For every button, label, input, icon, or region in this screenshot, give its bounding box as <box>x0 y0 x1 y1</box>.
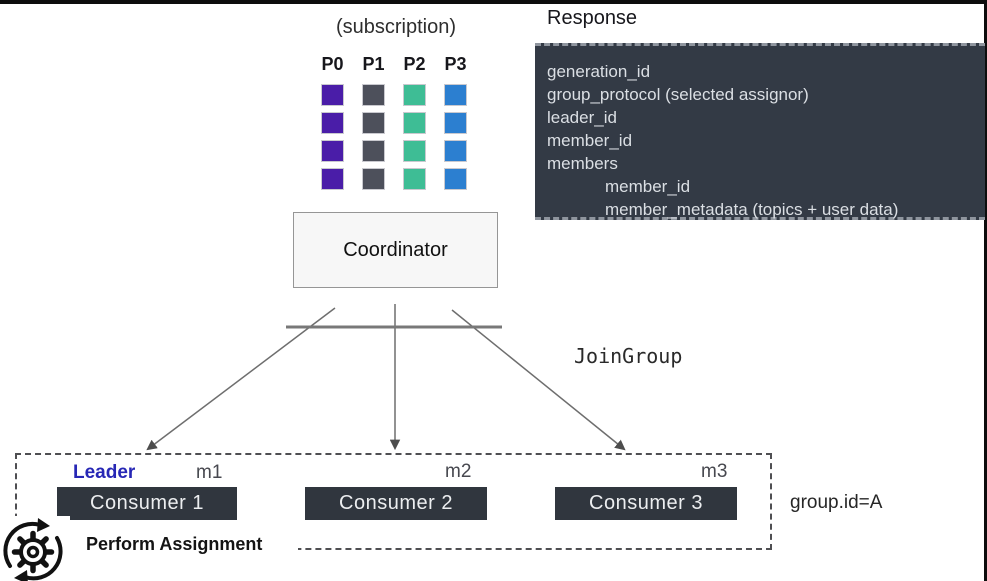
partition-square <box>403 84 426 106</box>
joingroup-label: JoinGroup <box>574 344 683 368</box>
partition-square <box>444 168 467 190</box>
response-field: member_id <box>605 177 691 196</box>
right-frame-line <box>984 0 987 581</box>
partition-square <box>362 84 385 106</box>
partition-square <box>321 140 344 162</box>
partition-square <box>321 84 344 106</box>
response-field: generation_id <box>547 62 651 81</box>
coordinator-box: Coordinator <box>293 212 498 288</box>
partition-square <box>321 168 344 190</box>
response-field: member_metadata (topics + user data) <box>605 200 899 219</box>
partition-square <box>403 140 426 162</box>
response-field: member_id <box>547 131 633 150</box>
partition-square <box>444 140 467 162</box>
member-id-m1: m1 <box>196 462 223 483</box>
group-id-label: group.id=A <box>790 492 883 513</box>
perform-assignment: Perform Assignment <box>70 529 298 560</box>
consumer-group-box <box>15 453 772 550</box>
coordinator-label: Coordinator <box>343 238 448 261</box>
partition-square <box>362 168 385 190</box>
partition-square <box>362 140 385 162</box>
partition-labels: P0 P1 P2 P3 <box>321 54 467 75</box>
leader-label: Leader <box>73 462 136 483</box>
partition-label-p2: P2 <box>403 54 426 74</box>
partition-square <box>321 112 344 134</box>
consumer-1-box: Consumer 1 <box>57 487 237 520</box>
partition-square <box>444 84 467 106</box>
member-id-m2: m2 <box>445 461 472 482</box>
subscription-label: (subscription) <box>335 16 457 38</box>
response-field: leader_id <box>547 108 617 127</box>
consumer-1-label: Consumer 1 <box>90 492 204 514</box>
perform-assignment-label: Perform Assignment <box>86 534 263 554</box>
response-field: members <box>547 154 618 173</box>
response-title: Response <box>547 7 638 29</box>
partition-square <box>362 112 385 134</box>
partition-grid: P0 P1 P2 P3 <box>321 54 467 190</box>
consumer-2-label: Consumer 2 <box>339 492 453 514</box>
consumer-2-box: Consumer 2 <box>305 487 487 520</box>
partition-squares <box>321 84 467 190</box>
gear-sync-icon <box>0 516 70 581</box>
consumer-3-label: Consumer 3 <box>589 492 703 514</box>
partition-square <box>444 112 467 134</box>
partition-square <box>403 112 426 134</box>
partition-square <box>403 168 426 190</box>
partition-label-p3: P3 <box>444 54 467 74</box>
member-id-m3: m3 <box>701 461 728 482</box>
consumer-3-box: Consumer 3 <box>555 487 737 520</box>
response-panel: generation_id group_protocol (selected a… <box>535 43 985 220</box>
response-field: group_protocol (selected assignor) <box>547 85 809 104</box>
top-frame-line <box>0 0 987 4</box>
partition-label-p1: P1 <box>362 54 385 74</box>
partition-label-p0: P0 <box>321 54 344 74</box>
